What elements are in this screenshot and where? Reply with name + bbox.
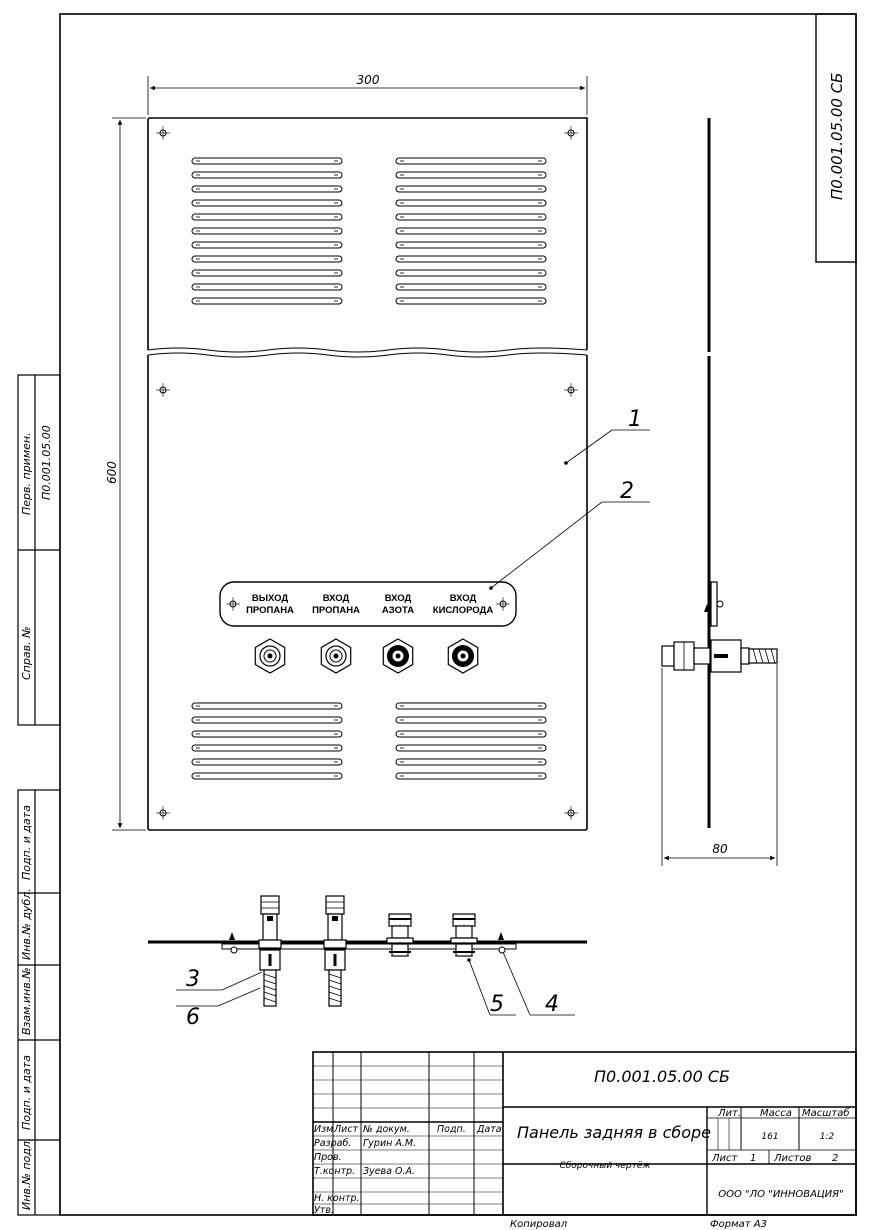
title-block xyxy=(312,1051,857,1216)
head-massa: Масса xyxy=(760,1108,792,1119)
plate-label-4-line1: ВХОД xyxy=(450,593,477,604)
louvres-bottom-right xyxy=(395,702,547,780)
footer-kopiroval: Копировал xyxy=(510,1219,568,1230)
plate-label-3-line1: ВХОД xyxy=(385,593,412,604)
bottom-fitting-1 xyxy=(258,895,282,1007)
strip-podp-data-2: Подп. и дата xyxy=(20,1055,33,1130)
callout-leaders-bottom xyxy=(176,951,575,1016)
rotated-designation: П0.001.05.00 СБ xyxy=(828,73,846,200)
callout-4: 4 xyxy=(545,992,559,1017)
strip-vzam-inv: Взам.инв.№ xyxy=(20,967,33,1035)
callout-3: 3 xyxy=(186,967,200,992)
head-masshtab: Масштаб xyxy=(802,1107,850,1119)
callout-5: 5 xyxy=(490,992,504,1017)
footer-format: Формат А3 xyxy=(710,1219,767,1230)
dimension-depth xyxy=(661,664,778,866)
callout-6: 6 xyxy=(186,1005,200,1030)
bottom-bulkhead-2 xyxy=(450,913,478,957)
col-data: Дата xyxy=(476,1124,502,1135)
callout-leaders-front xyxy=(490,429,650,589)
dimension-height-label: 600 xyxy=(105,461,119,484)
hole-top-right xyxy=(563,125,579,141)
dimension-width xyxy=(147,76,588,115)
callout-1: 1 xyxy=(628,407,642,432)
plate-label-1-line2: ПРОПАНА xyxy=(246,605,294,616)
title-doc-type: Сборочный чертёж xyxy=(559,1161,651,1171)
hole-bottom-left xyxy=(155,805,171,821)
title-name: Панель задняя в сборе xyxy=(517,1123,711,1142)
head-lit: Лит. xyxy=(717,1108,741,1119)
hole-mid-left xyxy=(155,382,171,398)
bottom-view xyxy=(148,895,587,1007)
row-razrab-name: Гурин А.М. xyxy=(363,1138,416,1149)
plate-label-1-line1: ВЫХОД xyxy=(252,593,289,604)
connector-oxygen-in xyxy=(447,638,479,674)
dimension-height xyxy=(112,117,146,831)
left-margin-strip xyxy=(17,374,61,1216)
connector-propane-in xyxy=(320,638,352,674)
strip-inv-podl: Инв.№ подл. xyxy=(20,1138,33,1210)
strip-perv-primen: Перв. примен. xyxy=(20,432,33,515)
strip-sprav: Справ. № xyxy=(20,626,33,680)
col-izm: Изм xyxy=(314,1124,333,1135)
side-view xyxy=(661,118,778,828)
bottom-fitting-2 xyxy=(323,895,347,1007)
plate-label-3-line2: АЗОТА xyxy=(382,605,414,616)
row-utv: Утв. xyxy=(314,1205,334,1216)
masshtab-value: 1:2 xyxy=(820,1132,835,1142)
row-prov: Пров. xyxy=(314,1152,342,1163)
callout-2: 2 xyxy=(620,479,634,504)
connector-propane-out xyxy=(254,638,286,674)
strip-inv-dubl: Инв.№ дубл. xyxy=(20,888,33,960)
listov-value: 2 xyxy=(832,1153,838,1164)
col-list: Лист xyxy=(333,1124,359,1135)
top-right-designation-box: П0.001.05.00 СБ xyxy=(815,13,857,263)
plate-label-2-line1: ВХОД xyxy=(323,593,350,604)
hole-bottom-right xyxy=(563,805,579,821)
connector-nitrogen-in xyxy=(382,638,414,674)
dimension-width-label: 300 xyxy=(357,73,380,87)
col-podp: Подп. xyxy=(437,1124,466,1135)
louvres-top-left xyxy=(191,157,343,305)
front-view: ВЫХОД ПРОПАНА ВХОД ПРОПАНА ВХОД АЗОТА ВХ… xyxy=(147,117,588,831)
plate-label-2-line2: ПРОПАНА xyxy=(312,605,360,616)
strip-perv-primen-value: П0.001.05.00 xyxy=(40,425,53,500)
row-tkontr-name: Зуева О.А. xyxy=(363,1166,415,1177)
title-designation: П0.001.05.00 СБ xyxy=(594,1067,730,1086)
louvres-top-right xyxy=(395,157,547,305)
plate-label-4-line2: КИСЛОРОДА xyxy=(433,605,494,616)
list-label: Лист xyxy=(711,1153,739,1164)
hole-top-left xyxy=(155,125,171,141)
list-value: 1 xyxy=(750,1153,756,1164)
strip-podp-data-1: Подп. и дата xyxy=(20,805,33,880)
row-nkontr: Н. контр. xyxy=(314,1193,360,1204)
bottom-bulkhead-1 xyxy=(386,913,414,957)
listov-label: Листов xyxy=(773,1153,811,1164)
company-name: ООО "ЛО "ИННОВАЦИЯ" xyxy=(718,1189,843,1200)
col-dokum: № докум. xyxy=(362,1124,410,1135)
row-tkontr: Т.контр. xyxy=(314,1166,355,1177)
label-plate xyxy=(219,581,517,627)
hole-mid-right xyxy=(563,382,579,398)
massa-value: 161 xyxy=(761,1132,778,1142)
louvres-bottom-left xyxy=(191,702,343,780)
dimension-depth-label: 80 xyxy=(712,842,728,856)
row-razrab: Разраб. xyxy=(314,1138,351,1149)
